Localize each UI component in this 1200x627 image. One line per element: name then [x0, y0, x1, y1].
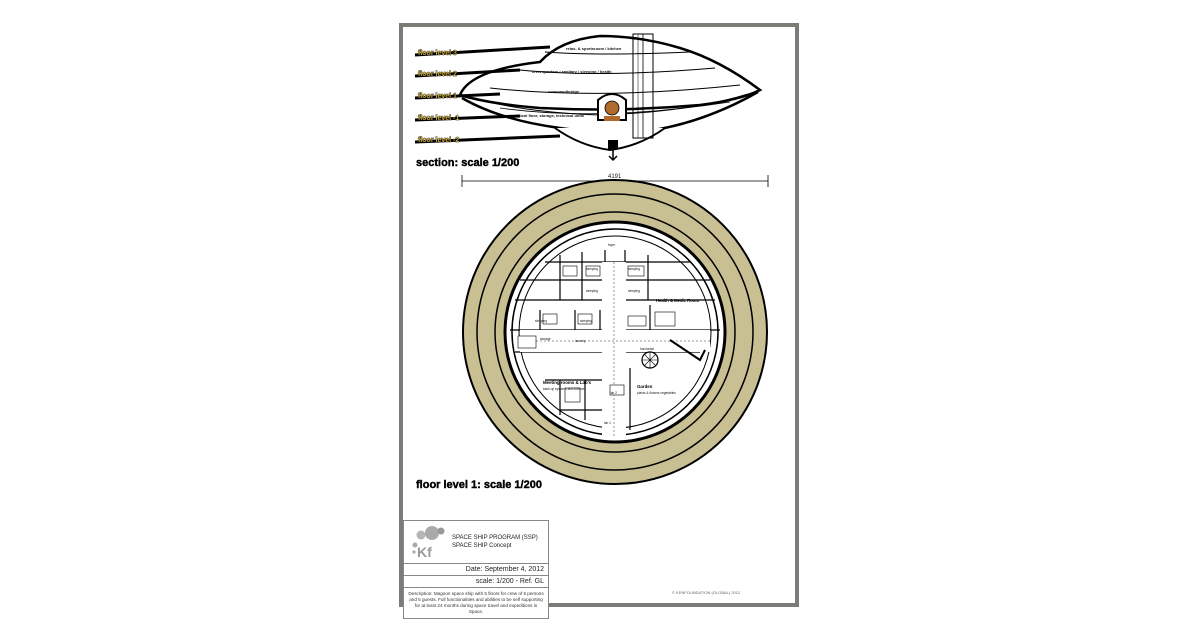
room-laundry: laundry: [575, 339, 586, 343]
desk: [609, 384, 625, 396]
outer-ring-line: [476, 193, 754, 471]
section-view: relax- & sportsroom / kitchen crew quart…: [414, 33, 763, 169]
program-title: SPACE SHIP PROGRAM (SSP): [452, 535, 538, 541]
desk: [564, 387, 581, 403]
desk: [517, 335, 537, 349]
level-arrows: [414, 45, 561, 144]
outer-ring-line-2: [494, 211, 736, 453]
logo-circle: [416, 530, 426, 540]
room-meeting: Meeting rooms & Lab's: [543, 380, 592, 385]
hull-inner-line-2: [489, 84, 741, 94]
health-room-wall: [669, 339, 706, 362]
title-block-titles: SPACE SHIP PROGRAM (SSP) SPACE SHIP Conc…: [452, 534, 538, 550]
concept-title: SPACE SHIP Concept: [452, 543, 512, 549]
room-sleeping: sleeping: [535, 319, 547, 323]
bed: [562, 265, 578, 277]
level-arrow: [414, 45, 551, 57]
bed: [585, 265, 601, 277]
level-arrow: [414, 114, 521, 122]
level-tag: floor level 1: [418, 93, 457, 100]
bed: [542, 313, 558, 325]
room-garden-sub: plants & flowers vegetables: [637, 391, 676, 395]
room-health: Health & Medic Room: [656, 298, 699, 303]
title-block: Kf SPACE SHIP PROGRAM (SSP) SPACE SHIP C…: [403, 520, 549, 619]
plan-title: floor level 1: scale 1/200: [416, 479, 542, 491]
dimension-value: 4191: [608, 174, 622, 180]
corridor-horizontal: [520, 330, 710, 352]
cabinet: [627, 315, 647, 327]
room-meeting-sub: back up systems and Archives: [543, 387, 586, 391]
room-sleeping: sleeping: [628, 289, 640, 293]
date-field: Date: September 4, 2012: [404, 564, 548, 576]
logo-circle: [425, 526, 439, 540]
level-tags: floor level 3 floor level 2 floor level …: [418, 50, 460, 145]
scale-field: scale: 1/200 - Ref. GL: [404, 576, 548, 588]
room-lab2: lab 2: [610, 391, 617, 395]
logo-text: Kf: [417, 544, 432, 560]
room-horizontal: horizontal: [640, 347, 654, 351]
level-tag: floor level -1: [418, 115, 459, 122]
room-sleeping: sleeping: [586, 267, 598, 271]
room-garden: Garden: [637, 384, 653, 389]
room-storage: storage: [540, 337, 551, 341]
room-foyer: foyer: [608, 243, 616, 247]
cabinet: [654, 311, 676, 327]
hull-keel: [554, 127, 666, 152]
bed: [627, 265, 645, 277]
room-sleeping: sleeping: [580, 319, 592, 323]
section-title: section: scale 1/200: [416, 157, 519, 169]
room-sleeping: sleeping: [586, 289, 598, 293]
furniture: [517, 265, 676, 403]
room-label: technical floor, storage, technical unit…: [510, 113, 585, 118]
title-block-header: Kf SPACE SHIP PROGRAM (SSP) SPACE SHIP C…: [404, 521, 548, 564]
hull-inner-line-4: [544, 51, 691, 55]
description-field: Description: Magoon space ship with 5 fl…: [408, 591, 544, 614]
copper-core: [604, 100, 620, 116]
copper-base: [604, 116, 620, 121]
hull-upper: [458, 34, 763, 111]
logo-circle: [412, 542, 418, 548]
floor-plan: foyer sleeping sleeping sleeping sleepin…: [462, 179, 768, 485]
room-lab1: lab 1: [604, 421, 611, 425]
stair-steps: [642, 352, 658, 368]
room-label: crew quarters / sanitary / sleeping / he…: [532, 69, 612, 74]
room-label: commandbridge: [548, 89, 580, 94]
level-arrow: [414, 68, 521, 78]
copyright-note: © KENFOUNDATION (GLOBAL) 2012: [672, 590, 741, 595]
hull-inner-line-3: [519, 67, 716, 75]
room-sleeping: sleeping: [628, 267, 640, 271]
level-tag: floor level -2: [418, 137, 459, 144]
level-tag: floor level 2: [418, 71, 457, 78]
logo-circle: [412, 550, 416, 554]
level-tag: floor level 3: [418, 50, 457, 57]
level-arrow: [414, 134, 561, 144]
thruster: [608, 140, 618, 149]
kf-logo: Kf: [412, 526, 445, 560]
bed: [577, 313, 593, 325]
room-label: relax- & sportsroom / kitchen: [566, 46, 622, 51]
thruster-arrow: [608, 150, 618, 162]
logo-circle: [437, 527, 445, 535]
level-arrow: [414, 92, 501, 100]
